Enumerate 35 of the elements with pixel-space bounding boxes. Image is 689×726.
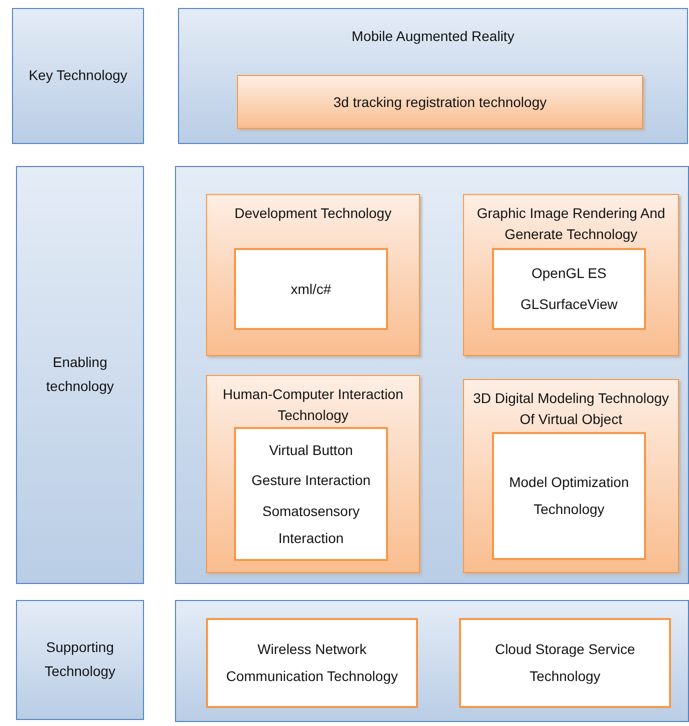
- heading-text: Development Technology: [234, 204, 392, 223]
- technology-box: [206, 194, 420, 356]
- tool-box: [234, 248, 388, 330]
- heading-text: Human-Computer Interaction Technology: [222, 385, 404, 425]
- layer-panel: [175, 166, 689, 584]
- item-text: xml/c#: [290, 280, 332, 299]
- technology-box: [237, 75, 643, 129]
- heading-text: Graphic Image Rendering And Generate Technology: [476, 204, 666, 244]
- item-text: GLSurfaceView: [519, 295, 618, 314]
- heading-text: Supporting Technology: [44, 638, 116, 681]
- layer-panel: [178, 8, 688, 144]
- item-text: OpenGL ES: [530, 264, 608, 284]
- heading-text: Enabling technology: [45, 353, 115, 396]
- item-text: 3d tracking registration technology: [332, 92, 548, 112]
- item-text: Somatosensory Interaction: [261, 502, 361, 548]
- item-text: Model Optimization Technology: [508, 473, 630, 519]
- layer-label-box: [16, 166, 144, 584]
- item-text: Wireless Network Communication Technology: [225, 640, 399, 686]
- heading-text: 3D Digital Modeling Technology Of Virtual Object: [472, 389, 670, 429]
- tool-box: [492, 432, 646, 560]
- technology-box: [459, 618, 671, 708]
- heading-text: Key Technology: [28, 66, 128, 86]
- heading-text: Mobile Augmented Reality: [350, 27, 516, 46]
- technology-box: [206, 375, 420, 573]
- layer-panel: [175, 600, 689, 722]
- layer-label-box: [16, 600, 144, 720]
- item-text: Virtual Button: [268, 440, 354, 460]
- tool-box: [492, 248, 646, 330]
- technology-box: [463, 379, 679, 573]
- technology-box: [463, 194, 679, 356]
- tool-box: [234, 427, 388, 561]
- item-text: Gesture Interaction: [250, 471, 372, 490]
- layer-label-box: [12, 8, 144, 144]
- item-text: Cloud Storage Service Technology: [494, 640, 636, 686]
- technology-box: [206, 618, 418, 708]
